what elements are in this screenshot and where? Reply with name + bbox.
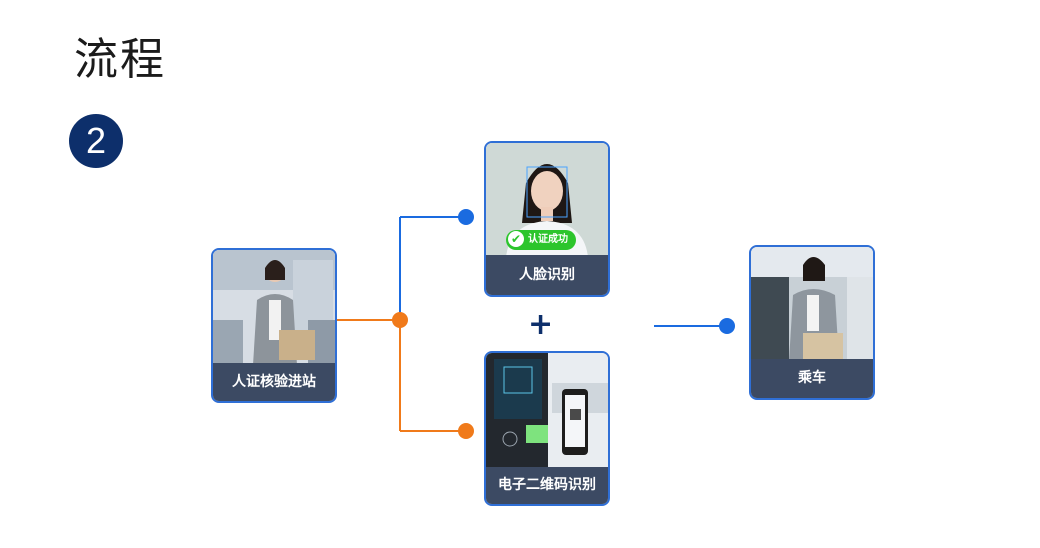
card-id-check: 人证核验进站 — [211, 248, 337, 403]
card-boarding: 乘车 — [749, 245, 875, 400]
plus-icon: + — [528, 307, 554, 342]
status-badge-text: 认证成功 — [528, 234, 568, 245]
junction-dot — [392, 312, 408, 328]
boarding-label: 乘车 — [751, 359, 873, 398]
boarding-photo — [751, 247, 873, 361]
step-number-badge: 2 — [69, 114, 123, 168]
status-badge: ✔ 认证成功 — [506, 230, 576, 250]
check-icon: ✔ — [508, 231, 524, 247]
qr-recognition-label: 电子二维码识别 — [486, 467, 608, 504]
qr-dot — [458, 423, 474, 439]
id-check-label: 人证核验进站 — [213, 363, 335, 401]
card-qr-recognition: 电子二维码识别 — [484, 351, 610, 506]
card-face-recognition: ✔ 认证成功 人脸识别 — [484, 141, 610, 297]
qr-photo — [486, 353, 608, 469]
face-dot — [458, 209, 474, 225]
face-recognition-label: 人脸识别 — [486, 255, 608, 295]
boarding-dot — [719, 318, 735, 334]
id-check-photo — [213, 250, 335, 365]
page-title: 流程 — [74, 34, 166, 85]
